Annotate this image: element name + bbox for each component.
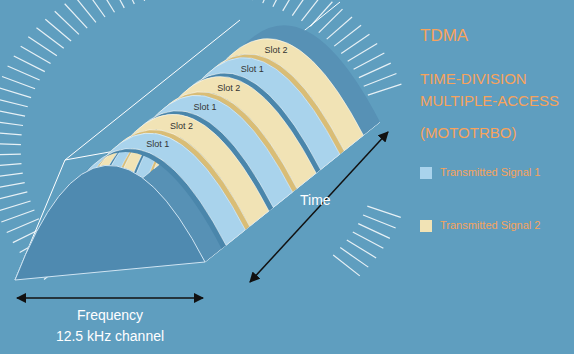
slot-label: Slot 1 xyxy=(193,103,217,112)
ray-line xyxy=(2,76,35,88)
ray-line xyxy=(0,98,28,107)
ray-line xyxy=(0,201,31,211)
ray-line xyxy=(364,73,397,86)
ray-line xyxy=(0,121,23,126)
legend-text: Transmitted Signal 2 xyxy=(440,219,540,231)
subtitle: TIME-DIVISION MULTIPLE-ACCESS xyxy=(420,68,570,112)
ray-line xyxy=(263,0,276,3)
slot-label: Slot 1 xyxy=(146,140,170,149)
ray-line xyxy=(14,56,45,72)
ray-line xyxy=(0,154,21,156)
ray-line xyxy=(109,0,124,8)
legend-swatch xyxy=(420,167,432,179)
slot-label: Slot 2 xyxy=(217,84,241,93)
legend-swatch xyxy=(420,220,432,232)
time-slot: Slot 2 xyxy=(264,46,288,55)
time-slot: Slot 2 xyxy=(217,84,241,93)
ray-line xyxy=(0,192,27,200)
ray-line xyxy=(0,164,21,167)
ray-line xyxy=(1,210,34,222)
ray-line xyxy=(368,84,402,95)
front-face xyxy=(15,165,205,280)
ray-line xyxy=(333,255,360,276)
time-slot: Slot 1 xyxy=(193,103,217,112)
slot-label: Slot 2 xyxy=(169,122,193,131)
slot-label: Slot 1 xyxy=(240,65,264,74)
ray-line xyxy=(97,0,114,12)
ray-line xyxy=(0,109,25,116)
time-arrow xyxy=(250,132,388,282)
legend-text: Transmitted Signal 1 xyxy=(440,166,540,178)
ray-line xyxy=(121,0,134,4)
ray-line xyxy=(367,206,400,217)
time-slot: Slot 1 xyxy=(146,140,170,149)
axis-label: 12.5 kHz channel xyxy=(56,328,164,344)
ray-line xyxy=(358,224,390,239)
radiating-lines xyxy=(0,0,401,280)
ray-line xyxy=(0,173,23,178)
time-slot: Slot 1 xyxy=(240,65,264,74)
ray-line xyxy=(0,183,25,190)
ray-line xyxy=(8,66,40,80)
ray-line xyxy=(354,53,385,69)
frequency-arrow xyxy=(17,297,203,299)
ray-line xyxy=(252,0,262,1)
subtitle: (MOTOTRBO) xyxy=(420,124,516,141)
time-slot: Slot 2 xyxy=(169,122,193,131)
ray-line xyxy=(359,63,391,77)
ray-line xyxy=(134,0,145,1)
ray-line xyxy=(0,143,21,144)
slot-label: Slot 2 xyxy=(264,46,288,55)
channel-tunnel xyxy=(15,2,380,280)
ray-line xyxy=(86,0,105,17)
diagram-title: TDMA xyxy=(420,26,468,46)
ray-line xyxy=(0,132,22,135)
ray-line xyxy=(0,87,31,97)
axis-label: Time xyxy=(300,192,331,208)
ray-line xyxy=(363,215,396,228)
ray-line xyxy=(75,0,96,22)
axis-label: Frequency xyxy=(77,307,143,323)
ray-line xyxy=(7,219,39,233)
tunnel-body xyxy=(15,25,380,280)
